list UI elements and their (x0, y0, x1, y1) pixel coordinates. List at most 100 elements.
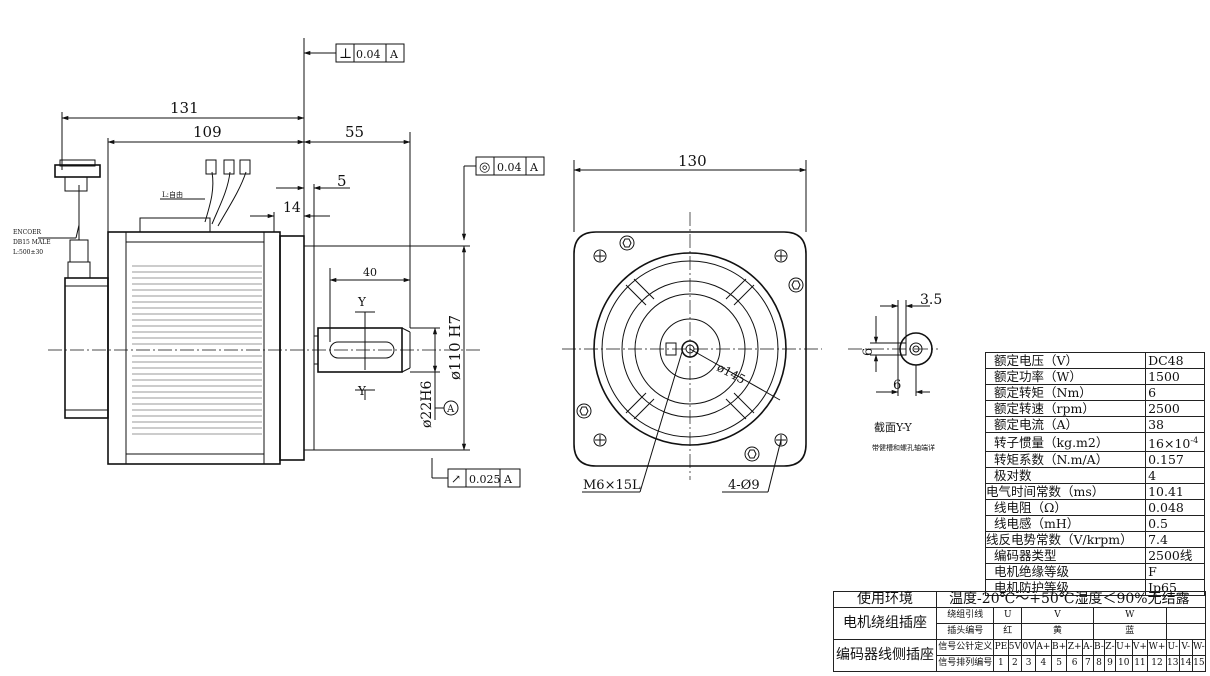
thread-note: M6×15L (583, 478, 641, 493)
spec-value: 1500 (1145, 368, 1205, 385)
spec-label: 转子惯量（kg.m2） (984, 431, 1147, 453)
winding-cell: 蓝 (1092, 623, 1167, 640)
pin-cell: U+ (1114, 639, 1133, 656)
spec-label: 线反电势常数（V/krpm） (984, 531, 1147, 549)
spec-row: 额定功率（W）1500 (984, 368, 1205, 385)
section-caption: 截面Y-Y (874, 420, 913, 434)
spec-row: 线电感（mH）0.5 (984, 515, 1205, 533)
spec-table: 额定电压（V）DC48 额定功率（W）1500 额定转矩（Nm）6 额定转速（r… (984, 352, 1205, 597)
winding-cell: 黄 (1021, 623, 1094, 640)
pin-number: 9 (1104, 655, 1116, 672)
connector-table: 使用环境 温度-20℃～+50℃湿度＜90%无结露 电机绕组插座 绕组引线 U … (832, 591, 1207, 672)
pin-cell: PE (993, 639, 1009, 656)
pin-cell: Z- (1104, 639, 1116, 656)
encoder-label: 编码器线侧插座 (832, 639, 938, 672)
dim-40: 40 (363, 266, 377, 279)
winding-label: 电机绕组插座 (832, 607, 938, 640)
spec-value: 0.157 (1145, 451, 1205, 469)
spec-value: 10.41 (1145, 483, 1205, 501)
spec-value: F (1145, 563, 1205, 581)
section-mark-top: Y (357, 295, 367, 309)
dim-14: 14 (283, 200, 301, 216)
spec-label: 电气时间常数（ms） (984, 483, 1147, 501)
spec-label: 额定电流（A） (984, 416, 1147, 433)
svg-text:↗: ↗ (451, 472, 461, 486)
dim-5: 5 (337, 172, 347, 190)
spec-value: 0.048 (1145, 499, 1205, 517)
shaft (317, 327, 403, 373)
side-view: L:自由 Y Y 131 109 55 (13, 38, 545, 488)
svg-text:A: A (529, 161, 539, 174)
encoder-row-2: 信号排列编号 1 2 3 4 5 6 7 8 9 10 11 12 13 14 … (834, 655, 1207, 672)
shaft-end (681, 340, 699, 358)
cable-box (139, 217, 211, 233)
tolerance-perpendicularity: ⊥ 0.04 A (335, 43, 405, 63)
cable-gland (67, 261, 91, 279)
dim-pilot-dia: ø110 H7 (446, 315, 464, 380)
winding-cell: 红 (993, 623, 1023, 640)
spec-value: 7.4 (1145, 531, 1205, 549)
spec-row: 额定转矩（Nm）6 (984, 384, 1205, 401)
encoder-note-line3: L:500±30 (13, 249, 43, 256)
spec-row: 线电阻（Ω）0.048 (984, 499, 1205, 517)
spec-value: 4 (1145, 467, 1205, 485)
svg-text:A: A (389, 48, 399, 61)
spec-row: 转矩系数（N.m/A）0.157 (984, 451, 1205, 469)
pcd-leader (689, 348, 781, 401)
svg-text:⊥: ⊥ (339, 46, 352, 62)
dim-key-width: 3.5 (920, 292, 942, 308)
spec-value: 38 (1145, 416, 1205, 433)
dim-109: 109 (193, 123, 222, 141)
pilot (303, 245, 315, 451)
pin-number: 4 (1035, 655, 1052, 672)
encoder-row-1: 编码器线侧插座 信号公针定义 PE 5V 0V A+ B+ Z+ A- B- Z… (832, 639, 1207, 672)
pin-cell: V- (1178, 639, 1193, 656)
pin-number: 1 (993, 655, 1009, 672)
spec-value: 16×10-4 (1145, 431, 1205, 453)
pin-cell: 0V (1021, 639, 1037, 656)
spec-label: 线电感（mH） (984, 515, 1147, 533)
pin-cell: 5V (1007, 639, 1023, 656)
cooling-fins (132, 265, 262, 435)
spec-row: 额定电流（A）38 (984, 416, 1205, 433)
pin-number: 7 (1081, 655, 1094, 672)
dim-height-bottom: 6 (893, 378, 901, 393)
spec-label: 额定转矩（Nm） (984, 384, 1147, 401)
encoder-note-line2: DB15 MALE (13, 239, 51, 246)
pin-number: 6 (1066, 655, 1083, 672)
svg-text:◎: ◎ (479, 160, 490, 175)
flange (279, 235, 305, 461)
encoder-note-line1: ENCOER (13, 229, 42, 236)
env-row: 使用环境 温度-20℃～+50℃湿度＜90%无结露 (832, 591, 1206, 608)
spec-label: 编码器类型 (984, 547, 1147, 565)
winding-cell: W (1092, 607, 1167, 624)
spec-label: 额定功率（W） (984, 368, 1147, 385)
pin-cell: A+ (1035, 639, 1052, 656)
winding-row-1: 电机绕组插座 绕组引线 U V W (832, 607, 1207, 640)
dim-shaft-dia: ø22H6 (419, 381, 435, 428)
svg-text:0.025: 0.025 (469, 473, 501, 486)
pin-cell: W+ (1147, 639, 1167, 656)
pin-number: 13 (1165, 655, 1180, 672)
spec-label: 电机绝缘等级 (984, 563, 1147, 581)
power-cables (204, 159, 251, 227)
winding-cell: V (1021, 607, 1094, 624)
dim-131: 131 (170, 99, 199, 117)
dim-height-left: 6 (861, 348, 876, 356)
pin-number: 8 (1092, 655, 1106, 672)
spec-value: DC48 (1145, 352, 1205, 369)
spec-value: 2500线 (1145, 547, 1205, 565)
pin-cell: U- (1165, 639, 1180, 656)
pin-number: 3 (1021, 655, 1037, 672)
env-value: 温度-20℃～+50℃湿度＜90%无结露 (936, 591, 1206, 608)
pin-cell: V+ (1131, 639, 1149, 656)
pin-cell: Z+ (1066, 639, 1083, 656)
pin-cell: B+ (1050, 639, 1068, 656)
spec-row: 电气时间常数（ms）10.41 (984, 483, 1205, 501)
encoder-row1-label: 信号公针定义 (936, 639, 995, 656)
hex-bolts (576, 235, 804, 462)
spec-row: 线反电势常数（V/krpm）7.4 (984, 531, 1205, 549)
